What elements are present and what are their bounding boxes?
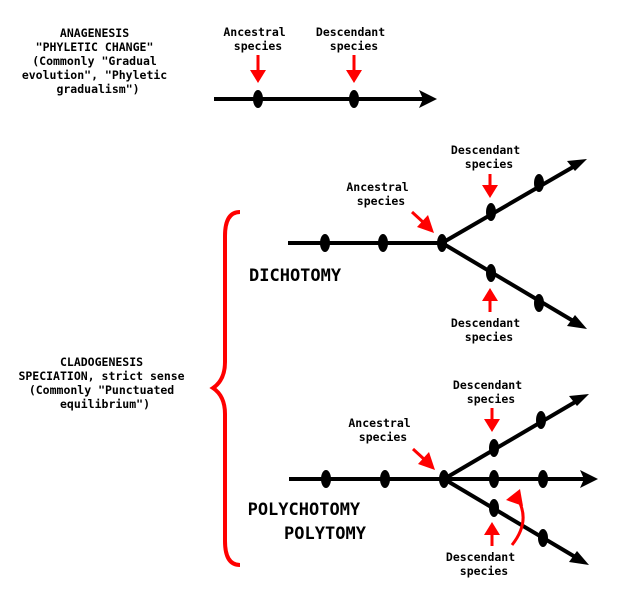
ancestral-species-node: [439, 470, 449, 488]
dichotomy-lower-arrowhead: [567, 315, 587, 329]
anagenesis-title-line: "PHYLETIC CHANGE": [36, 40, 154, 54]
species-node: [536, 411, 546, 429]
species-node: [534, 294, 544, 312]
cladogenesis-title: CLADOGENESIS SPECIATION, strict sense (C…: [18, 355, 191, 411]
descendant-species-node: [486, 264, 496, 282]
anagenesis-ancestral-arrow: [250, 55, 266, 83]
anagenesis-lineage-arrowhead: [419, 90, 437, 108]
polychotomy-lower-arrowhead: [569, 551, 589, 565]
label-line: Ancestral: [346, 180, 408, 194]
polychotomy-descendant-top-arrow: [484, 408, 500, 432]
polychotomy-ancestral-label: Ancestral species: [348, 416, 417, 444]
polychotomy-curved-arrow: [506, 489, 525, 546]
species-node: [380, 470, 390, 488]
dichotomy-upper-branch: [440, 161, 582, 245]
anagenesis-descendant-label: Descendant species: [316, 25, 392, 53]
anagenesis-title: ANAGENESIS "PHYLETIC CHANGE" (Commonly "…: [22, 26, 174, 96]
polychotomy-ancestral-arrow: [411, 447, 435, 470]
label-line: Descendant: [451, 143, 520, 157]
label-line: species: [359, 430, 407, 444]
label-line: species: [465, 157, 513, 171]
descendant-species-node: [489, 439, 499, 457]
cladogenesis-title-line: CLADOGENESIS: [60, 355, 143, 369]
label-line: species: [467, 392, 515, 406]
label-line: Descendant: [446, 550, 515, 564]
anagenesis-title-line: gradualism"): [56, 82, 139, 96]
polychotomy-descendant-bottom-label: Descendant species: [446, 550, 522, 578]
ancestral-species-node: [437, 234, 447, 252]
label-line: species: [460, 564, 508, 578]
descendant-species-node: [349, 90, 359, 108]
label-line: Descendant: [451, 316, 520, 330]
dichotomy-label: DICHOTOMY: [249, 266, 342, 286]
anagenesis-ancestral-label: Ancestral species: [223, 25, 292, 53]
species-node: [538, 470, 548, 488]
dichotomy-upper-arrowhead: [567, 159, 587, 171]
label-line: species: [357, 194, 405, 208]
label-line: Descendant: [453, 378, 522, 392]
polychotomy-middle-arrowhead: [580, 470, 598, 488]
cladogenesis-title-line: (Commonly "Punctuated: [29, 383, 174, 397]
label-line: species: [234, 39, 282, 53]
label-line: Ancestral: [348, 416, 410, 430]
species-node: [321, 470, 331, 488]
cladogenesis-brace: [209, 210, 241, 567]
polychotomy-lower-branch: [442, 477, 584, 563]
label-line: species: [330, 39, 378, 53]
species-node: [320, 234, 330, 252]
polychotomy-upper-branch: [442, 396, 584, 481]
dichotomy-lower-branch: [440, 241, 582, 327]
label-line: species: [465, 330, 513, 344]
dichotomy-descendant-bottom-arrow: [482, 288, 498, 312]
dichotomy-descendant-top-label: Descendant species: [451, 143, 527, 171]
species-node: [538, 529, 548, 547]
descendant-species-node: [486, 203, 496, 221]
dichotomy-descendant-bottom-label: Descendant species: [451, 316, 527, 344]
descendant-species-node: [489, 499, 499, 517]
cladogenesis-title-line: equilibrium"): [60, 397, 150, 411]
ancestral-species-node: [253, 90, 263, 108]
polychotomy-label: POLYCHOTOMY POLYTOMY: [248, 500, 371, 544]
dichotomy-descendant-top-arrow: [482, 174, 498, 198]
polychotomy-upper-arrowhead: [569, 394, 589, 406]
anagenesis-title-line: ANAGENESIS: [60, 26, 129, 40]
anagenesis-descendant-arrow: [346, 55, 362, 83]
dichotomy-ancestral-label: Ancestral species: [346, 180, 415, 208]
species-node: [534, 174, 544, 192]
descendant-species-node: [489, 470, 499, 488]
anagenesis-title-line: evolution", "Phyletic: [22, 68, 167, 82]
label-line: Ancestral: [223, 25, 285, 39]
polytomy-label-line: POLYTOMY: [284, 524, 367, 544]
polychotomy-descendant-bottom-arrow: [484, 522, 500, 546]
dichotomy-ancestral-arrow: [410, 210, 434, 233]
cladogenesis-title-line: SPECIATION, strict sense: [18, 369, 184, 383]
polychotomy-label-line: POLYCHOTOMY: [248, 500, 361, 520]
label-line: Descendant: [316, 25, 385, 39]
anagenesis-title-line: (Commonly "Gradual: [32, 54, 157, 68]
polychotomy-descendant-top-label: Descendant species: [453, 378, 529, 406]
species-node: [378, 234, 388, 252]
